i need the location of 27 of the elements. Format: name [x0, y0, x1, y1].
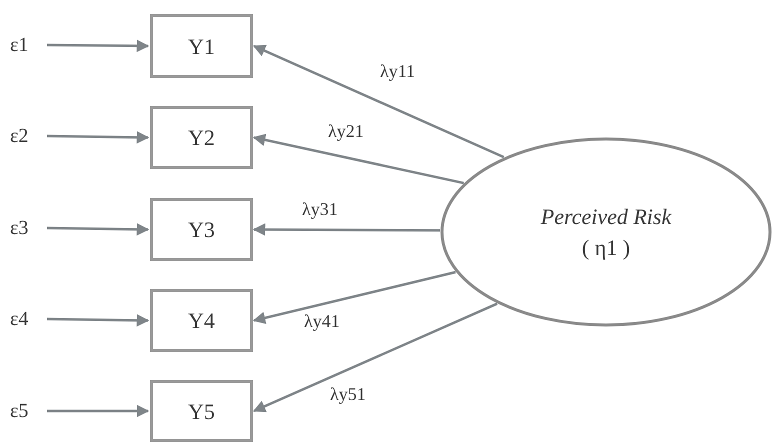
arrow	[252, 223, 440, 236]
arrow	[46, 131, 150, 144]
arrow	[46, 40, 150, 52]
indicator-box: Y2	[150, 106, 253, 169]
arrow	[47, 404, 150, 418]
indicator-box: Y1	[150, 14, 253, 78]
error-term: ε1	[10, 30, 28, 60]
arrow	[252, 134, 464, 184]
arrow	[252, 270, 456, 324]
arrow	[46, 314, 150, 327]
indicator-box: Y3	[150, 198, 253, 261]
error-term: ε5	[10, 396, 28, 426]
arrow	[252, 44, 504, 158]
error-term: ε2	[10, 121, 28, 151]
variable-symbol: ( η1 )	[582, 234, 630, 262]
edge-label: λy31	[300, 200, 340, 218]
variable-name: Perceived Risk	[540, 202, 672, 230]
indicator-box: Y4	[150, 289, 253, 352]
arrow	[252, 302, 498, 412]
edge-label: λy21	[326, 122, 366, 140]
error-term: ε4	[10, 304, 28, 334]
error-term: ε3	[10, 213, 28, 243]
edge-label: λy51	[328, 385, 368, 403]
edge-label: λy41	[302, 312, 342, 330]
latent-variable-ellipse	[440, 138, 772, 326]
indicator-box: Y5	[150, 380, 253, 442]
arrow	[46, 223, 150, 236]
